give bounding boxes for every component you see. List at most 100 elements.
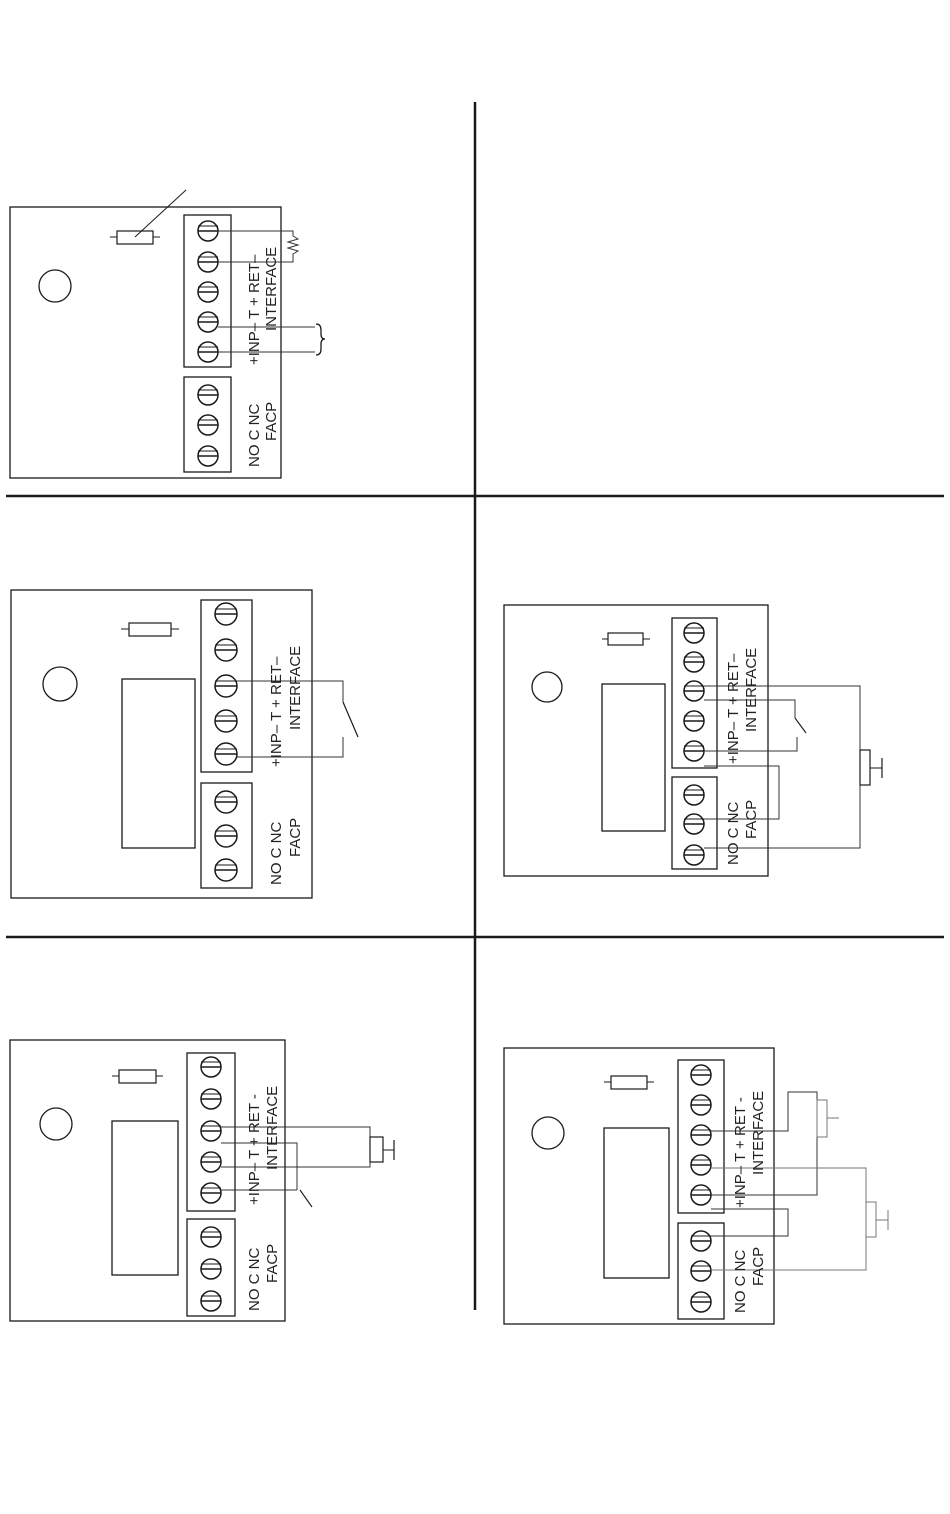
screw-terminal [201, 1057, 221, 1077]
module-d: NO C NC FACP +INP– T + RET - INTERFACE [10, 1040, 394, 1321]
screw-terminal [201, 1259, 221, 1279]
facp-terminal-block [201, 783, 252, 888]
pushbutton-switch [860, 750, 882, 785]
interface-label: INTERFACE [743, 648, 760, 732]
switch-wire-bottom [237, 737, 343, 757]
module-board [10, 207, 281, 478]
screw-terminal [684, 652, 704, 672]
screw-terminal [691, 1185, 711, 1205]
screw-terminal [201, 1121, 221, 1141]
screw-terminal [201, 1227, 221, 1247]
screw-terminal [684, 741, 704, 761]
relay-component [604, 1128, 669, 1278]
facp-label: FACP [743, 800, 760, 839]
screw-terminal [215, 603, 237, 625]
interface-label: INTERFACE [264, 1086, 281, 1170]
facp-terminal-labels: NO C NC [246, 404, 263, 468]
screw-terminal [215, 825, 237, 847]
screw-terminal [198, 282, 218, 302]
screw-terminal [691, 1065, 711, 1085]
relay-component [122, 679, 195, 848]
end-of-line-resistor [604, 1076, 654, 1089]
facp-label: FACP [264, 1244, 281, 1283]
screw-terminal [198, 221, 218, 241]
facp-label: FACP [287, 818, 304, 857]
end-of-line-resistor [602, 633, 650, 645]
module-c: NO C NC FACP +INP– T + RET– INTERFACE [504, 605, 882, 876]
screw-terminal [198, 385, 218, 405]
screw-terminal [684, 623, 704, 643]
facp-terminal-block [678, 1223, 724, 1319]
screw-terminal [201, 1089, 221, 1109]
screw-terminal [198, 342, 218, 362]
screw-terminal [684, 814, 704, 834]
module-e: NO C NC FACP +INP– T + RET - INTERFACE [504, 1048, 888, 1324]
relay-component [602, 684, 665, 831]
module-board [10, 1040, 285, 1321]
pushbutton-wire-top [221, 1127, 370, 1137]
screw-terminal [684, 785, 704, 805]
screw-terminal [215, 639, 237, 661]
lower-pushbutton-switch [866, 1202, 888, 1237]
facp-terminal-labels: NO C NC [732, 1250, 749, 1314]
end-of-line-resistor [112, 1070, 163, 1083]
panel-dividers [6, 102, 944, 1310]
screw-terminal [691, 1292, 711, 1312]
facp-label: FACP [750, 1247, 767, 1286]
mounting-hole [43, 667, 77, 701]
screw-terminal [198, 446, 218, 466]
screw-terminal [198, 252, 218, 272]
screw-terminal [215, 675, 237, 697]
facp-terminal-labels: NO C NC [725, 802, 742, 866]
interface-terminal-labels: +INP– T + RET– [268, 656, 285, 767]
screw-terminal [198, 415, 218, 435]
mounting-hole [39, 270, 71, 302]
facp-terminal-block [672, 777, 717, 869]
normally-open-switch [343, 702, 358, 737]
screw-terminal [691, 1095, 711, 1115]
end-of-line-resistor [121, 623, 179, 636]
input-brace [316, 324, 325, 355]
screw-terminal [691, 1125, 711, 1145]
interface-terminal-labels: +INP– T + RET– [246, 254, 263, 365]
screw-terminal [215, 859, 237, 881]
screw-terminal [691, 1231, 711, 1251]
interface-terminal-block [672, 618, 717, 768]
interface-label: INTERFACE [287, 646, 304, 730]
normally-open-switch [300, 1190, 312, 1207]
mounting-hole [40, 1108, 72, 1140]
top-pushbutton-switch [817, 1100, 839, 1137]
interface-terminal-block [201, 600, 252, 772]
facp-label: FACP [263, 402, 280, 441]
screw-terminal [215, 743, 237, 765]
interface-label: INTERFACE [263, 247, 280, 331]
module-b: NO C NC FACP +INP– T + RET– INTERFACE [11, 590, 358, 898]
screw-terminal [201, 1183, 221, 1203]
end-of-line-resistor [110, 190, 186, 244]
facp-terminal-block [184, 377, 231, 472]
interface-label: INTERFACE [750, 1091, 767, 1175]
screw-terminal [215, 710, 237, 732]
pushbutton-wire-bottom [221, 1162, 370, 1167]
screw-terminal [684, 845, 704, 865]
screw-terminal [215, 791, 237, 813]
screw-terminal [691, 1155, 711, 1175]
interface-terminal-labels: +INP– T + RET– [725, 653, 742, 764]
screw-terminal [684, 711, 704, 731]
normally-open-switch [795, 718, 806, 733]
interface-terminal-block [187, 1053, 235, 1211]
screw-terminal [201, 1152, 221, 1172]
mounting-hole [532, 672, 562, 702]
interface-terminal-labels: +INP– T + RET - [246, 1094, 263, 1205]
interface-terminal-block [678, 1060, 724, 1213]
eol-resistor-wire [218, 231, 293, 236]
screw-terminal [201, 1291, 221, 1311]
screw-terminal [691, 1261, 711, 1281]
facp-terminal-block [187, 1219, 235, 1316]
resistor-leader-line [135, 190, 186, 237]
screw-terminal [684, 681, 704, 701]
relay-component [112, 1121, 178, 1275]
interface-terminal-block [184, 215, 231, 367]
